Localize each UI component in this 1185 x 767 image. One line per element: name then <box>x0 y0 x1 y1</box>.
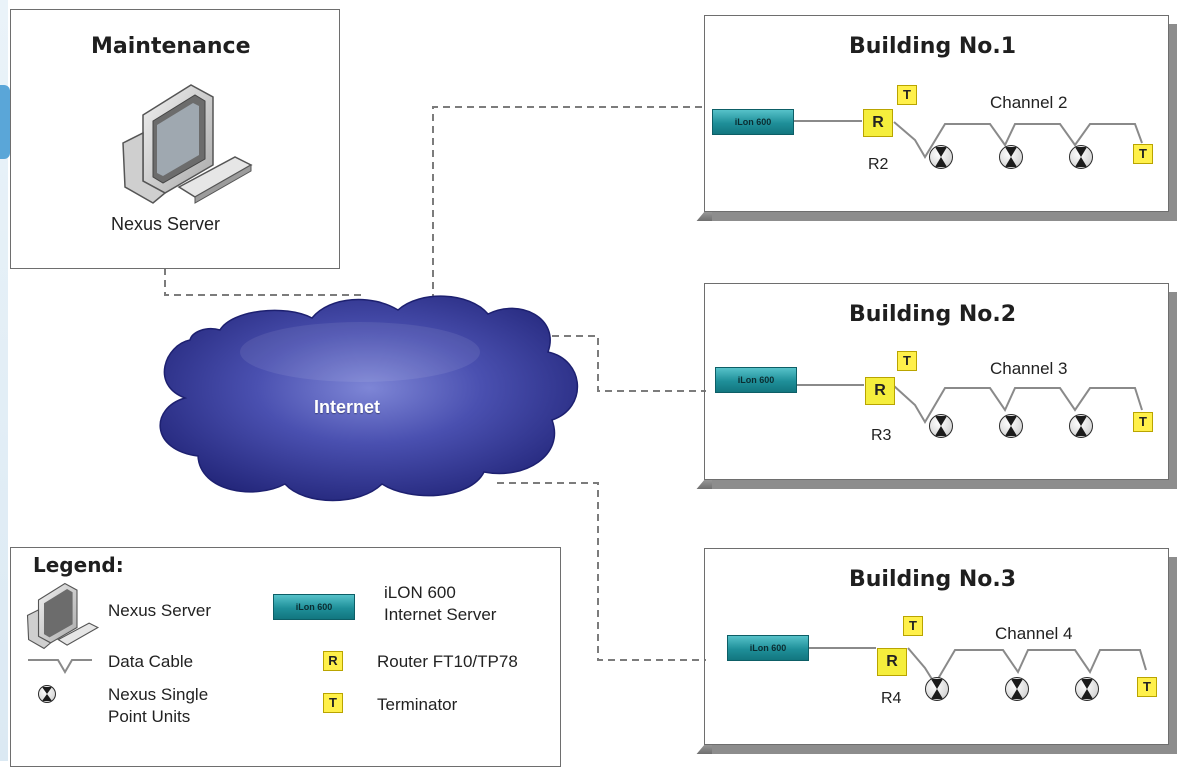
router-label: R4 <box>881 690 902 707</box>
legend-router: Router FT10/TP78 <box>377 652 518 671</box>
nexus-unit-icon <box>925 677 949 701</box>
terminator-icon: T <box>1133 144 1153 164</box>
terminator-icon: T <box>1137 677 1157 697</box>
channel-label: Channel 2 <box>990 93 1068 112</box>
legend-computer-icon <box>26 582 100 650</box>
legend-single-point-line2: Point Units <box>108 707 191 726</box>
ilon-600-server: iLon 600 <box>727 635 809 661</box>
nexus-unit-icon <box>999 414 1023 438</box>
legend-ilon-line1: iLON 600 <box>384 583 456 602</box>
link-building1 <box>390 106 706 319</box>
side-tab <box>0 85 10 159</box>
nexus-unit-icon <box>999 145 1023 169</box>
router-label: R2 <box>868 156 889 173</box>
terminator-icon: T <box>897 85 917 105</box>
router-label: R3 <box>871 427 892 444</box>
building-2: Building No.2 iLon 600 R T Channel 3 R3 … <box>704 283 1169 480</box>
router-icon: R <box>865 377 895 405</box>
nexus-unit-icon <box>929 414 953 438</box>
terminator-icon: T <box>1133 412 1153 432</box>
legend-cable-icon <box>28 659 92 674</box>
nexus-unit-icon <box>1069 414 1093 438</box>
legend-terminator-icon: T <box>323 693 343 713</box>
internet-cloud <box>159 295 579 502</box>
nexus-server-label: Nexus Server <box>111 214 221 234</box>
legend-ilon-line2: Internet Server <box>384 605 497 624</box>
maintenance-box: Maintenance Nexus Server <box>10 9 340 269</box>
building-1: Building No.1 iLon 600 R T Channel 2 R2 … <box>704 15 1169 212</box>
building-2-title: Building No.2 <box>849 302 1017 327</box>
legend-terminator: Terminator <box>377 695 458 714</box>
building-3-title: Building No.3 <box>849 567 1017 592</box>
legend-nexus-unit-icon <box>38 685 56 703</box>
legend-box: Legend: Nexus Server Data Cable Nexus Si… <box>10 547 561 767</box>
nexus-unit-icon <box>1069 145 1093 169</box>
link-building3 <box>497 482 706 661</box>
legend-single-point-line1: Nexus Single <box>108 685 209 704</box>
legend-title: Legend: <box>33 553 124 577</box>
page-edge <box>0 0 8 761</box>
ilon-600-server: iLon 600 <box>712 109 794 135</box>
channel-label: Channel 4 <box>995 624 1073 643</box>
router-icon: R <box>863 109 893 137</box>
building-3: Building No.3 iLon 600 R T Channel 4 R4 … <box>704 548 1169 745</box>
internet-label: Internet <box>314 397 381 417</box>
computer-icon <box>122 84 253 204</box>
terminator-icon: T <box>897 351 917 371</box>
router-icon: R <box>877 648 907 676</box>
building-1-title: Building No.1 <box>849 34 1017 59</box>
nexus-unit-icon <box>1075 677 1099 701</box>
legend-nexus-server: Nexus Server <box>108 601 211 620</box>
ilon-600-server: iLon 600 <box>715 367 797 393</box>
terminator-icon: T <box>903 616 923 636</box>
legend-ilon-icon: iLon 600 <box>273 594 355 620</box>
nexus-unit-icon <box>929 145 953 169</box>
nexus-unit-icon <box>1005 677 1029 701</box>
maintenance-title: Maintenance <box>91 34 251 59</box>
channel-label: Channel 3 <box>990 359 1068 378</box>
legend-data-cable: Data Cable <box>108 652 194 671</box>
legend-router-icon: R <box>323 651 343 671</box>
